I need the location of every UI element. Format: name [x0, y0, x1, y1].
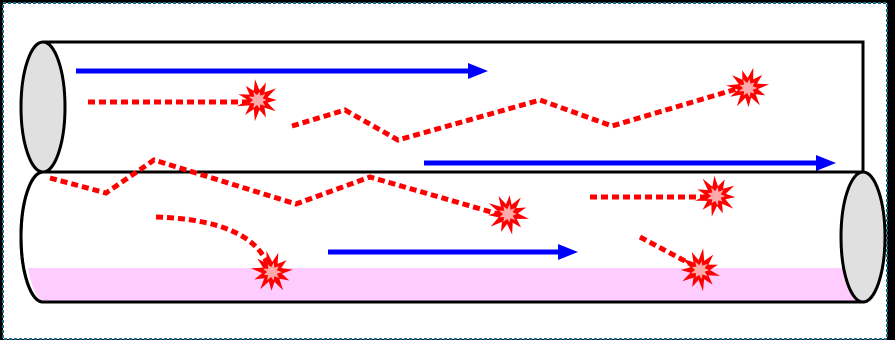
particle-path [49, 157, 499, 217]
impact-burst [726, 67, 770, 108]
impact-burst [695, 175, 736, 217]
upper-pipe-body [43, 40, 865, 174]
impact-burst [680, 248, 720, 292]
flow-arrow [76, 63, 488, 79]
particle-path [291, 85, 741, 143]
flow-arrow [328, 244, 578, 260]
lower-pipe-left-curve [19, 170, 44, 304]
impact-burst [236, 79, 277, 122]
impact-burst [488, 195, 529, 235]
upper-pipe-left-end [19, 40, 67, 174]
flow-arrow [424, 155, 836, 171]
impact-burst [250, 250, 293, 291]
sediment-layer [28, 268, 863, 302]
lower-pipe-right-end [839, 170, 887, 304]
